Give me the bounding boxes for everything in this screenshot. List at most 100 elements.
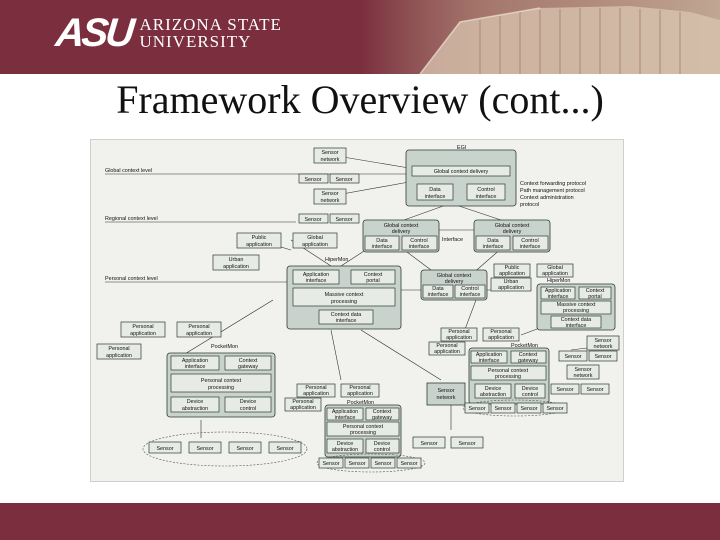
egi-data-interface[interactable]: [416, 183, 454, 201]
pr-da-l2: abstraction: [480, 392, 506, 398]
pr-personal-app-1[interactable]: [440, 327, 478, 342]
top-sensor-d[interactable]: [329, 213, 360, 224]
pr-dc-l2: control: [522, 392, 538, 398]
rh-ctxdata-l1: Context data: [561, 317, 592, 323]
pr-context-gateway[interactable]: [510, 350, 547, 364]
pl-personal-app-2[interactable]: [176, 321, 222, 338]
hm-context-portal[interactable]: [350, 269, 396, 285]
pc-sensor-4[interactable]: [396, 457, 422, 469]
rh-hipermon-label: HiperMon: [547, 278, 570, 284]
pr-pocketmon-label: PocketMon: [511, 343, 538, 349]
pr-sensor-1[interactable]: [464, 402, 490, 414]
pl-sensor-1[interactable]: [148, 441, 182, 454]
pc-app-l2: interface: [335, 415, 356, 421]
global-app-l2: application: [302, 242, 328, 248]
hm-portal-l2: portal: [366, 278, 380, 284]
pr-sensor-network[interactable]: [566, 364, 600, 380]
rh-sn-l2: network: [594, 344, 613, 350]
rh-massive[interactable]: [540, 300, 612, 315]
rh-app-interface[interactable]: [540, 286, 576, 300]
rgcd1-l2: delivery: [392, 229, 411, 235]
rgcd1-ctrl-l1: Control: [410, 238, 427, 244]
pr-dc-l1: Device: [522, 386, 538, 392]
hm-ctx-data[interactable]: [318, 309, 374, 325]
pc-sensor-3[interactable]: [370, 457, 396, 469]
pr-device-control[interactable]: [514, 383, 546, 399]
protocol-2: Path management protocol: [520, 188, 585, 194]
rgcd2-data[interactable]: [475, 235, 511, 251]
top-sensor-network-2[interactable]: [313, 188, 347, 205]
pl-app-interface[interactable]: [170, 355, 220, 371]
pc-bs2-label: Sensor: [458, 441, 475, 447]
rh-sensor-network[interactable]: [586, 335, 620, 351]
pr-personal-app-2[interactable]: [482, 327, 520, 342]
pc-bottom-sensor-2[interactable]: [450, 436, 484, 449]
rh-urban-app[interactable]: [490, 277, 532, 292]
global-application[interactable]: [292, 232, 338, 249]
pl-context-gateway[interactable]: [224, 355, 272, 371]
pc-personal-app-2[interactable]: [340, 383, 380, 398]
pr-low-sensor-2[interactable]: [580, 383, 610, 395]
mgcd-data-l1: Data: [432, 286, 443, 292]
pc-personal-app-3[interactable]: [284, 397, 322, 412]
pc-sensor-1[interactable]: [318, 457, 344, 469]
rh-context-portal[interactable]: [578, 286, 612, 300]
pl-sensor-2[interactable]: [188, 441, 222, 454]
pc-app-interface[interactable]: [326, 407, 364, 421]
hm-app-interface[interactable]: [292, 269, 340, 285]
urban-application[interactable]: [212, 254, 260, 271]
pr-app-l2: interface: [479, 358, 500, 364]
mgcd-ctrl[interactable]: [454, 284, 486, 299]
pl-pa1-l1: Personal: [132, 324, 153, 330]
pc-processing[interactable]: [326, 421, 400, 437]
pc-device-control[interactable]: [365, 438, 400, 454]
pl-device-control[interactable]: [224, 396, 272, 413]
pr-side-sensor-1[interactable]: [558, 350, 588, 362]
egi-control-interface[interactable]: [466, 183, 506, 201]
rh-global-app[interactable]: [536, 263, 574, 278]
rh-public-app[interactable]: [493, 263, 531, 278]
pr-side-sensor-2[interactable]: [588, 350, 618, 362]
pc-personal-app-1[interactable]: [296, 383, 336, 398]
rgcd1-data[interactable]: [364, 235, 400, 251]
rh-ctx-data[interactable]: [550, 315, 602, 329]
pc-sensor-2[interactable]: [344, 457, 370, 469]
pr-pa2-l2: application: [488, 335, 514, 341]
top-sensor-network-1[interactable]: [313, 147, 347, 164]
mgcd-ctrl-l1: Control: [461, 286, 478, 292]
pl-processing[interactable]: [170, 373, 272, 393]
pr-processing[interactable]: [470, 365, 547, 381]
pr-ls2-label: Sensor: [586, 387, 603, 393]
pl-device-abstraction[interactable]: [170, 396, 220, 413]
pl-sensor-3[interactable]: [228, 441, 262, 454]
pc-gw-l1: Context: [373, 409, 392, 415]
level-label-global: Global context level: [105, 168, 152, 174]
pr-pa1-l1: Personal: [448, 329, 469, 335]
pr-low-sensor-1[interactable]: [550, 383, 580, 395]
pl-personal-app-1[interactable]: [120, 321, 166, 338]
asu-logo[interactable]: ASU ARIZONA STATE UNIVERSITY: [54, 11, 282, 55]
pl-dc-l1: Device: [240, 399, 256, 405]
rgcd2-ctrl[interactable]: [512, 235, 549, 251]
pc-bottom-sensor-1[interactable]: [412, 436, 446, 449]
public-application[interactable]: [236, 232, 282, 249]
top-sensor-a[interactable]: [298, 173, 329, 184]
pr-device-abstraction[interactable]: [474, 383, 512, 399]
pr-personal-app-3[interactable]: [428, 341, 466, 356]
pr-sensor-3[interactable]: [516, 402, 542, 414]
pr-app-interface[interactable]: [470, 350, 508, 364]
pc-device-abstraction[interactable]: [326, 438, 364, 454]
pl-gw-l1: Context: [239, 358, 258, 364]
pl-personal-app-3[interactable]: [96, 343, 142, 360]
egi-global-context-delivery[interactable]: [411, 165, 511, 177]
pl-sensor-4[interactable]: [268, 441, 302, 454]
rgcd1-ctrl[interactable]: [401, 235, 438, 251]
top-sensor-c[interactable]: [298, 213, 329, 224]
top-sensor-b[interactable]: [329, 173, 360, 184]
pc-context-gateway[interactable]: [365, 407, 400, 421]
mgcd-data[interactable]: [422, 284, 454, 299]
pr-sensor-2[interactable]: [490, 402, 516, 414]
pr-sensor-4[interactable]: [542, 402, 568, 414]
hm-massive[interactable]: [292, 287, 396, 307]
pc-sensor-network[interactable]: [426, 382, 466, 406]
